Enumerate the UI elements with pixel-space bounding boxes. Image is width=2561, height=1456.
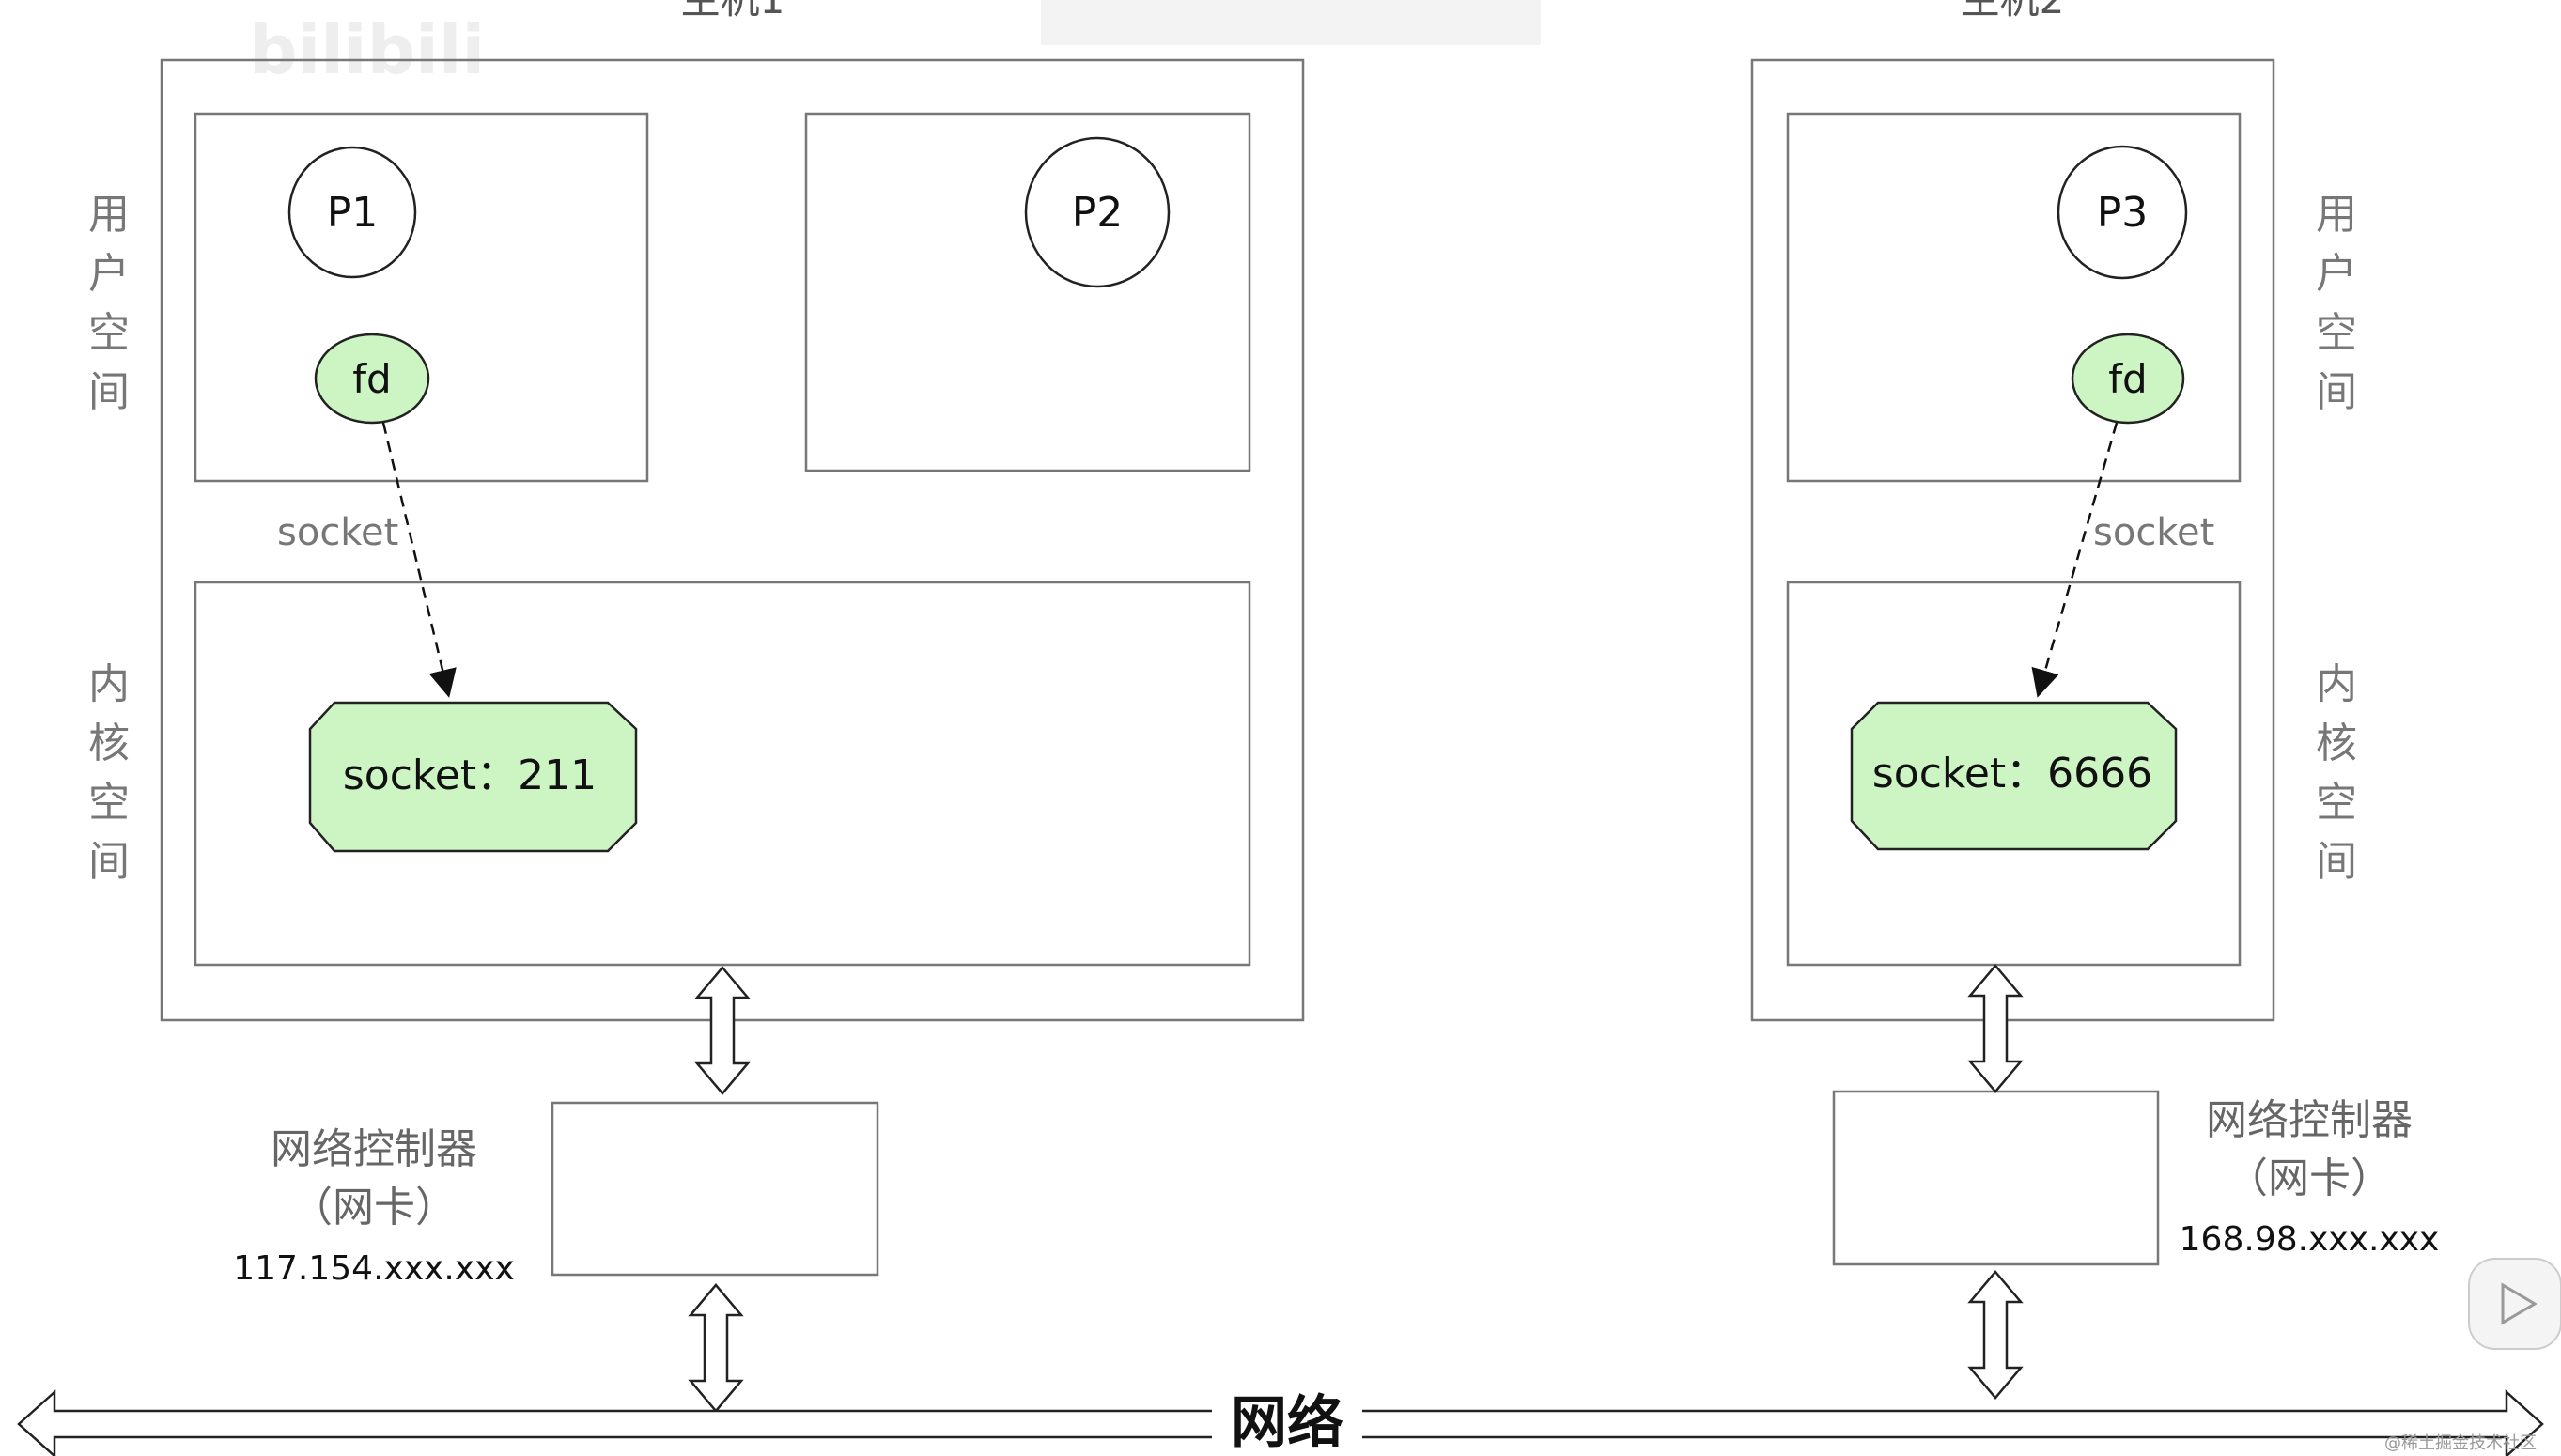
host1-to-nic1-arrow (694, 966, 751, 1095)
nic2-title: 网络控制器 (2206, 1096, 2413, 1144)
host1-process-box-p2 (804, 112, 1251, 472)
host2-fd-label: fd (2108, 356, 2147, 402)
host1-process-box-p1 (194, 112, 649, 483)
nic1-title: 网络控制器 (271, 1125, 477, 1173)
host2-kernel-box (1786, 581, 2242, 967)
network-label: 网络 (1231, 1390, 1343, 1456)
nic1-ip: 117.154.xxx.xxx (233, 1249, 515, 1288)
host2-to-nic2-arrow (1967, 964, 2024, 1093)
svg-text:用: 用 (88, 191, 130, 239)
svg-text:空: 空 (2316, 779, 2357, 827)
svg-text:核: 核 (2316, 720, 2357, 767)
host2-socket-node (1850, 701, 2178, 851)
play-button[interactable] (2468, 1258, 2561, 1350)
process-p3-label: P3 (2097, 189, 2149, 237)
host1-socket-node-label: socket：211 (343, 751, 597, 799)
host2-fd-node (2071, 333, 2185, 425)
host1-kernel-box (194, 581, 1251, 967)
svg-text:户: 户 (88, 250, 130, 298)
nic2-ip: 168.98.xxx.xxx (2180, 1220, 2440, 1259)
host2-box (1750, 58, 2275, 1022)
host1-socket-node (308, 701, 638, 853)
host1-socket-caption: socket (277, 511, 398, 554)
host1-fd-socket-arrow (381, 422, 457, 698)
process-p2-node (1024, 136, 1171, 288)
watermark: bilibili (249, 10, 485, 89)
svg-text:间: 间 (88, 838, 130, 886)
host1-user-space-label: 用 户 空 间 (88, 191, 130, 416)
host2-process-box (1786, 112, 2242, 483)
svg-text:空: 空 (2316, 309, 2357, 357)
nic2-to-network-arrow (1967, 1270, 2024, 1400)
corner-credit: @稀土掘金技术社区 (2384, 1433, 2537, 1453)
nic2-subtitle: （网卡） (2227, 1154, 2392, 1202)
host2-kernel-space-label: 内 核 空 间 (2316, 660, 2357, 886)
play-button-bg[interactable] (2468, 1258, 2561, 1350)
play-icon (2501, 1282, 2538, 1325)
host2-socket-node-label: socket：6666 (1872, 750, 2152, 798)
host1-title: 主机1 (681, 0, 785, 23)
process-p1-label: P1 (327, 189, 379, 237)
svg-text:间: 间 (88, 368, 130, 416)
svg-text:核: 核 (88, 720, 130, 767)
process-p1-node (287, 146, 417, 279)
process-p2-label: P2 (1072, 189, 1124, 237)
host2-fd-socket-arrow (2031, 422, 2119, 698)
nic2-box (1832, 1090, 2160, 1266)
nic1-to-network-arrow (688, 1283, 744, 1413)
svg-text:空: 空 (88, 309, 130, 357)
host1-kernel-space-label: 内 核 空 间 (88, 660, 130, 886)
nic1-box (551, 1101, 879, 1277)
top-overlay-bar (1041, 0, 1541, 45)
process-p3-node (2057, 145, 2188, 280)
svg-text:间: 间 (2316, 838, 2357, 886)
host2-user-space-label: 用 户 空 间 (2316, 191, 2357, 416)
host1-fd-node (314, 333, 430, 425)
svg-text:内: 内 (88, 660, 130, 708)
network-label-bg (1212, 1386, 1362, 1456)
host2-title: 主机2 (1961, 0, 2065, 23)
host1-fd-label: fd (352, 356, 391, 402)
svg-text:户: 户 (2316, 250, 2357, 298)
svg-text:内: 内 (2316, 660, 2357, 708)
nic1-subtitle: （网卡） (291, 1184, 457, 1231)
svg-text:间: 间 (2316, 368, 2357, 416)
host2-socket-caption: socket (2093, 511, 2214, 554)
svg-text:用: 用 (2316, 191, 2357, 239)
svg-text:空: 空 (88, 779, 130, 827)
